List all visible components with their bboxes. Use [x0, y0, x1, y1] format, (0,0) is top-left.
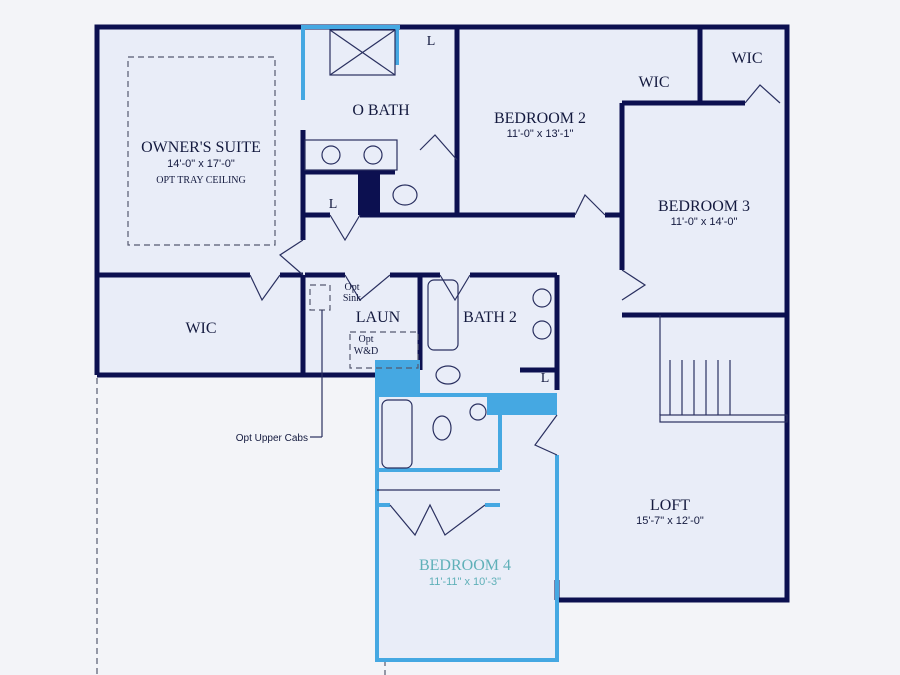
highlight-walls — [301, 25, 559, 662]
owners-suite-label: OWNER'S SUITE — [141, 139, 261, 156]
sink-icon — [469, 403, 487, 421]
sink-icon — [532, 288, 552, 308]
opt-upper-cabs-label: Opt Upper Cabs — [236, 433, 308, 444]
bedroom2-label: BEDROOM 2 — [494, 110, 586, 127]
o-bath-label: O BATH — [352, 102, 410, 119]
owners-suite-size: 14'-0" x 17'-0" — [167, 158, 235, 170]
bedroom3-size: 11'-0" x 14'-0" — [671, 216, 738, 228]
toilet-icon — [435, 365, 461, 385]
owners-suite-note: OPT TRAY CEILING — [156, 175, 245, 186]
loft-size: 15'-7" x 12'-0" — [636, 515, 704, 527]
toilet-icon — [392, 184, 418, 206]
owner-wic-label: WIC — [185, 320, 216, 337]
room-labels: OWNER'S SUITE 14'-0" x 17'-0" OPT TRAY C… — [141, 34, 762, 588]
stairs — [659, 315, 788, 423]
walls — [94, 24, 790, 603]
double-vanity — [304, 139, 398, 171]
loft-label: LOFT — [650, 497, 690, 514]
opt-wd-label: Opt — [359, 334, 374, 345]
toilet-icon — [432, 415, 452, 441]
opt-wd-label: W&D — [354, 346, 378, 357]
fixtures — [127, 29, 788, 537]
opt-sink-label: Sink — [343, 293, 361, 304]
sink-icon — [532, 320, 552, 340]
linen-closet-label: L — [329, 197, 338, 212]
sink-icon — [363, 145, 383, 165]
bedroom3-label: BEDROOM 3 — [658, 198, 750, 215]
sink-icon — [321, 145, 341, 165]
tray-ceiling-outline — [127, 56, 276, 246]
garage-outline — [96, 378, 386, 675]
bedroom2-size: 11'-0" x 13'-1" — [507, 128, 574, 140]
laundry-label: LAUN — [356, 309, 401, 326]
bedroom4-size: 11'-11" x 10'-3" — [429, 576, 501, 588]
bathtub — [381, 399, 413, 469]
opt-sink-label: Opt — [345, 282, 360, 293]
linen-closet-label: L — [541, 371, 550, 386]
wic-label: WIC — [638, 74, 669, 91]
bedroom4-label: BEDROOM 4 — [419, 557, 511, 574]
linen-closet-label: L — [427, 34, 436, 49]
doors — [249, 84, 781, 537]
shower — [329, 29, 396, 76]
wic-label: WIC — [731, 50, 762, 67]
bath2-label: BATH 2 — [463, 309, 517, 326]
